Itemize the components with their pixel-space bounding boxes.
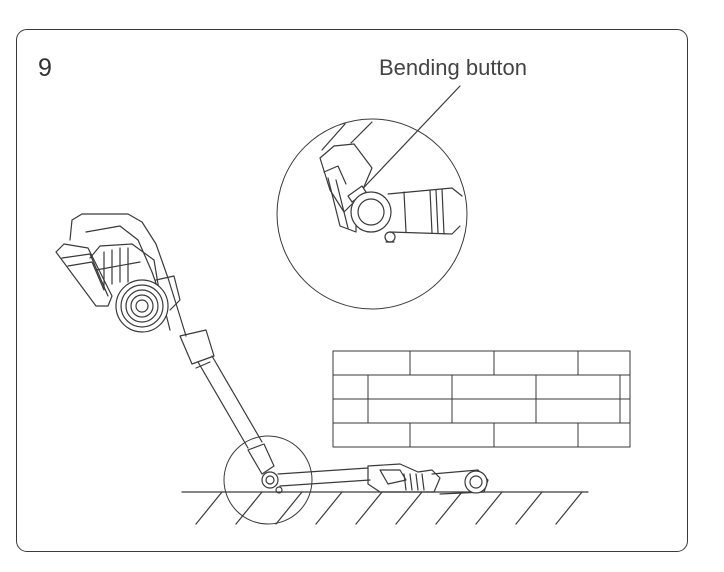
zoom-upper-tube [322,122,372,150]
floor-joint-wheel [262,472,278,488]
brick-wall [333,351,630,447]
zoom-joint-outer [351,192,391,232]
zoom-detail [277,119,467,309]
zoom-screw [385,232,395,242]
vacuum-battery [56,244,112,306]
vacuum-body [56,214,186,336]
floor [182,492,588,524]
zoom-circle [277,119,467,309]
floor-brush-assembly [278,464,488,494]
callout-leader-line [352,86,460,200]
vacuum-filter-cap [116,280,168,332]
bending-button-label: Bending button [379,55,528,80]
step-number: 9 [38,54,52,82]
zoom-lower-tube [388,188,462,234]
instruction-panel-frame [16,29,688,552]
floor-brush-head [432,470,488,494]
floor-joint-highlight [224,436,312,524]
zoom-joint-inner [358,199,384,225]
vacuum-wand [180,330,262,448]
floor-brush-neck [368,464,440,492]
floor-brush-roller [465,471,487,493]
